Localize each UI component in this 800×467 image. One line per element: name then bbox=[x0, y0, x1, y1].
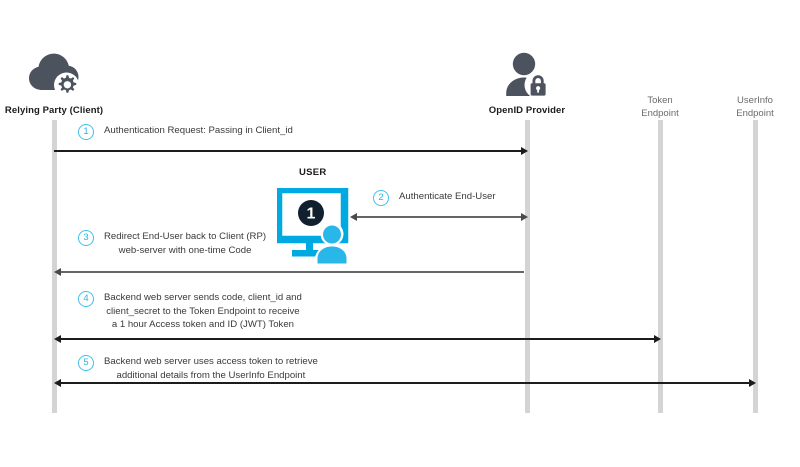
message-arrow-4-head-right bbox=[654, 335, 661, 343]
lifeline-token-endpoint bbox=[658, 120, 663, 413]
monitor-badge-number: 1 bbox=[307, 206, 316, 223]
token-endpoint-line2: Endpoint bbox=[641, 107, 679, 119]
user-caption: USER bbox=[299, 167, 327, 178]
userinfo-endpoint-line1: UserInfo bbox=[737, 95, 773, 106]
lifeline-relying-party bbox=[52, 120, 57, 413]
cloud-gear-icon bbox=[28, 52, 80, 103]
actor-label-relying-party: Relying Party (Client) bbox=[4, 105, 104, 116]
actor-label-userinfo-endpoint: UserInfo Endpoint bbox=[695, 95, 800, 120]
message-arrow-5 bbox=[60, 382, 750, 384]
step-4-badge: 4 bbox=[78, 291, 94, 307]
step-1-text: Authentication Request: Passing in Clien… bbox=[104, 125, 293, 136]
step-1-caption: 1 Authentication Request: Passing in Cli… bbox=[78, 124, 293, 140]
step-4-text: Backend web server sends code, client_id… bbox=[104, 292, 302, 330]
message-arrow-1-head bbox=[521, 147, 528, 155]
step-3-caption: 3 Redirect End-User back to Client (RP) … bbox=[78, 230, 266, 257]
message-arrow-4-head-left bbox=[54, 335, 61, 343]
step-5-badge: 5 bbox=[78, 355, 94, 371]
step-2-badge: 2 bbox=[373, 190, 389, 206]
message-arrow-2-head-left bbox=[350, 213, 357, 221]
message-arrow-3-head bbox=[54, 268, 61, 276]
step-4-caption: 4 Backend web server sends code, client_… bbox=[78, 291, 302, 332]
step-5-text: Backend web server uses access token to … bbox=[104, 356, 318, 381]
message-arrow-1 bbox=[54, 150, 524, 152]
token-endpoint-line1: Token bbox=[647, 95, 673, 106]
message-arrow-2 bbox=[356, 216, 522, 219]
message-arrow-5-head-left bbox=[54, 379, 61, 387]
step-5-caption: 5 Backend web server uses access token t… bbox=[78, 355, 318, 382]
message-arrow-3 bbox=[60, 271, 524, 274]
step-3-badge: 3 bbox=[78, 230, 94, 246]
message-arrow-4 bbox=[60, 338, 655, 340]
message-arrow-2-head-right bbox=[521, 213, 528, 221]
step-1-badge: 1 bbox=[78, 124, 94, 140]
step-3-text: Redirect End-User back to Client (RP) we… bbox=[104, 231, 267, 256]
step-2-caption: 2 Authenticate End-User bbox=[373, 190, 496, 206]
step-2-text: Authenticate End-User bbox=[399, 191, 496, 202]
person-lock-icon bbox=[503, 52, 552, 103]
actor-label-openid-provider: OpenID Provider bbox=[488, 105, 566, 116]
message-arrow-5-head-right bbox=[749, 379, 756, 387]
actor-label-token-endpoint: Token Endpoint bbox=[600, 95, 720, 120]
monitor-person-icon: 1 bbox=[274, 185, 353, 269]
lifeline-openid-provider bbox=[525, 120, 530, 413]
lifeline-userinfo-endpoint bbox=[753, 120, 758, 413]
userinfo-endpoint-line2: Endpoint bbox=[736, 107, 774, 119]
